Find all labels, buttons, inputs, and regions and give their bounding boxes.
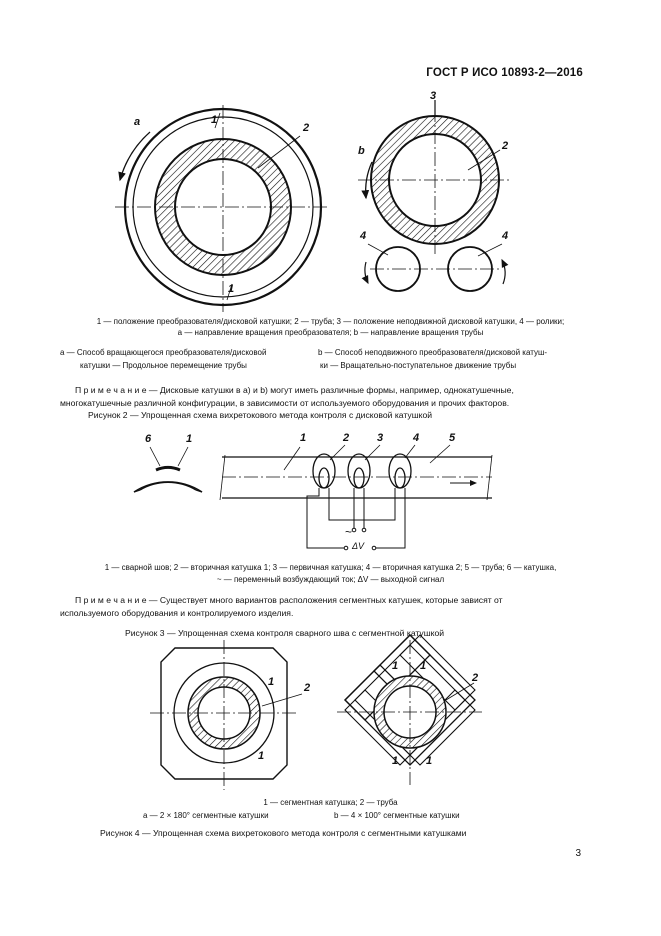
fig4b-label-1-c: 1 — [392, 755, 399, 767]
fig2-label-b: b — [358, 145, 365, 157]
fig3-label-1: 1 — [186, 433, 193, 445]
fig2a-probe-rings — [115, 105, 330, 312]
fig3-legend-1: 1 — сварной шов; 2 — вторичная катушка 1… — [104, 563, 557, 572]
fig3-label-6: 6 — [145, 433, 152, 445]
standard-header: ГОСТ Р ИСО 10893-2—2016 — [426, 67, 583, 79]
fig2-label-4-left: 4 — [360, 230, 367, 242]
fig3-label-1b: 1 — [300, 432, 307, 444]
fig2b-tube-rollers — [358, 100, 510, 292]
fig3-note-2: используемого оборудования и контролируе… — [60, 608, 294, 618]
fig2-caption: Рисунок 2 — Упрощенная схема вихретоково… — [88, 410, 433, 420]
fig2-sub-a-2: катушки — Продольное перемещение трубы — [80, 361, 247, 370]
fig4-caption: Рисунок 4 — Упрощенная схема вихретоково… — [100, 828, 467, 838]
fig4b-diamond-coils — [337, 634, 482, 785]
fig4a-label-1-top: 1 — [268, 676, 275, 688]
fig4a-square-coils — [150, 640, 303, 790]
fig3-tilde-label: ~ — [345, 525, 353, 539]
fig2-legend-1: 1 — положение преобразователя/дисковой к… — [96, 317, 565, 326]
fig4-sub-b: b — 4 × 100° сегментные катушки — [334, 811, 460, 820]
fig4b-label-2: 2 — [472, 672, 479, 684]
fig3-dv-label: ΔV — [352, 541, 365, 551]
fig2-note-1: П р и м е ч а н и е — Дисковые катушки в… — [75, 385, 514, 395]
fig2-label-1-bottom: 1 — [228, 283, 235, 295]
page-number: 3 — [575, 848, 581, 859]
fig4b-label-1-d: 1 — [426, 755, 433, 767]
fig3-tube-coils — [219, 444, 493, 551]
fig4b-label-1-b: 1 — [420, 660, 427, 672]
fig4a-label-2: 2 — [304, 682, 311, 694]
fig2-sub-b-2: ки — Вращательно-поступательное движение… — [320, 361, 517, 370]
fig2-label-a: a — [134, 116, 141, 128]
fig2-sub-a-1: а — Способ вращающегося преобразователя/… — [60, 348, 267, 357]
fig2-label-3: 3 — [430, 90, 437, 102]
fig3-note-1: П р и м е ч а н и е — Существует много в… — [75, 595, 503, 605]
fig2-legend-2: a — направление вращения преобразователя… — [177, 328, 484, 337]
fig3-arc-coil — [133, 446, 203, 493]
fig2-note-2: многокатушечные различной конфигурации, … — [60, 398, 510, 408]
fig4a-label-1-bottom: 1 — [258, 750, 265, 762]
fig3-legend-2: ~ — переменный возбуждающий ток; ΔV — вы… — [216, 575, 445, 584]
fig3-label-4: 4 — [413, 432, 420, 444]
fig3-label-5: 5 — [449, 432, 456, 444]
fig2-sub-b-1: b — Способ неподвижного преобразователя/… — [318, 348, 548, 357]
fig4b-label-1-a: 1 — [392, 660, 399, 672]
fig2-label-4-right: 4 — [502, 230, 509, 242]
fig2-label-2-left: 2 — [303, 122, 310, 134]
fig4-sub-a: a — 2 × 180° сегментные катушки — [143, 811, 269, 820]
fig4-legend-1: 1 — сегментная катушка; 2 — труба — [263, 798, 398, 807]
fig3-caption: Рисунок 3 — Упрощенная схема контроля св… — [125, 628, 445, 638]
fig2-label-2-right: 2 — [502, 140, 509, 152]
fig3-label-2: 2 — [343, 432, 350, 444]
fig2-label-1-top: 1 — [211, 114, 218, 126]
fig3-label-3: 3 — [377, 432, 384, 444]
